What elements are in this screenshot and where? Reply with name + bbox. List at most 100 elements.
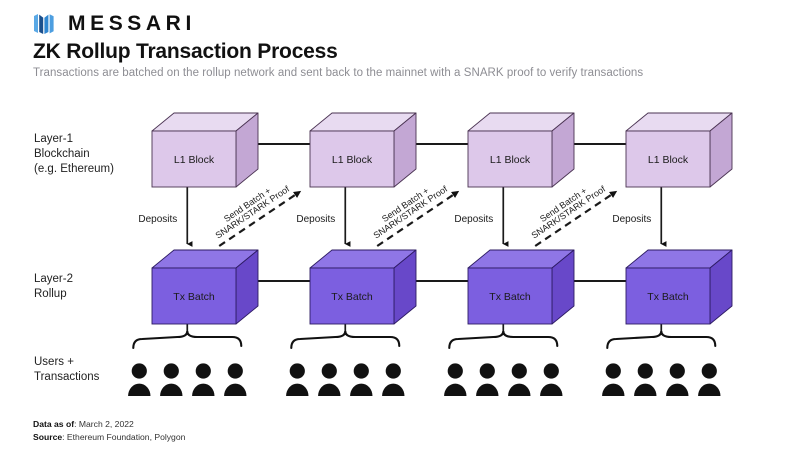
person-icon: [666, 363, 689, 396]
person-body: [602, 383, 625, 396]
layer1-block-label: L1 Block: [174, 154, 215, 166]
person-body: [666, 383, 689, 396]
person-head: [447, 363, 463, 379]
layer1-block-2: L1 Block: [309, 112, 417, 188]
proof-label-2-line2: SNARK/STARK Proof: [372, 184, 450, 241]
layer2-block-label: Tx Batch: [331, 291, 373, 303]
person-icon: [602, 363, 625, 396]
person-head: [163, 363, 179, 379]
layer2-block-front-face: [151, 267, 237, 325]
user-group-1: [128, 330, 247, 396]
person-icon: [476, 363, 499, 396]
person-head: [511, 363, 527, 379]
footer-source: Source: Ethereum Foundation, Polygon: [33, 431, 185, 444]
person-body: [318, 383, 341, 396]
row-label-layer1-line3: (e.g. Ethereum): [34, 163, 114, 175]
person-icon: [128, 363, 151, 396]
person-body: [382, 383, 405, 396]
footer-source-label: Source: [33, 431, 63, 442]
person-head: [669, 363, 685, 379]
row-label-layer2-line2: Rollup: [34, 288, 67, 300]
layer2-block-label: Tx Batch: [173, 291, 215, 303]
row-label-users: Users + Transactions: [34, 355, 99, 385]
layer2-block-1: Tx Batch: [151, 249, 259, 325]
person-body: [508, 383, 531, 396]
person-head: [353, 363, 369, 379]
person-head: [321, 363, 337, 379]
layer1-block-label: L1 Block: [648, 154, 689, 166]
row-label-layer1: Layer-1 Blockchain (e.g. Ethereum): [34, 132, 114, 177]
person-body: [224, 383, 247, 396]
person-icon: [540, 363, 563, 396]
person-body: [698, 383, 721, 396]
messari-logo-icon: [33, 12, 59, 36]
layer2-block-front-face: [625, 267, 711, 325]
layer1-block-3: L1 Block: [467, 112, 575, 188]
person-icon: [318, 363, 341, 396]
layer1-block-front-face: [151, 130, 237, 188]
person-head: [605, 363, 621, 379]
person-head: [479, 363, 495, 379]
deposit-label-4: Deposits: [612, 214, 651, 225]
row-label-layer2: Layer-2 Rollup: [34, 272, 73, 302]
person-body: [444, 383, 467, 396]
person-body: [540, 383, 563, 396]
layer1-block-front-face: [467, 130, 553, 188]
user-group-brace-2: [290, 330, 401, 350]
layer1-block-1: L1 Block: [151, 112, 259, 188]
person-icon: [224, 363, 247, 396]
deposit-label-3: Deposits: [454, 214, 493, 225]
user-group-brace-1: [132, 330, 243, 350]
footer-data-as-of-value: : March 2, 2022: [74, 419, 134, 429]
user-group-brace-3: [448, 330, 559, 350]
layer1-block-front-face: [309, 130, 395, 188]
proof-label-1-line2: SNARK/STARK Proof: [214, 184, 292, 241]
proof-arrow-3: [534, 190, 618, 247]
person-head: [131, 363, 147, 379]
layer2-block-label: Tx Batch: [647, 291, 689, 303]
layer1-block-label: L1 Block: [490, 154, 531, 166]
person-icon: [634, 363, 657, 396]
page-subtitle: Transactions are batched on the rollup n…: [33, 67, 644, 79]
deposit-label-2: Deposits: [296, 214, 335, 225]
person-head: [289, 363, 305, 379]
person-icon: [444, 363, 467, 396]
person-body: [634, 383, 657, 396]
row-label-layer1-line1: Layer-1: [34, 133, 73, 145]
layer2-block-front-face: [309, 267, 395, 325]
deposit-label-1: Deposits: [138, 214, 177, 225]
layer2-block-front-face: [467, 267, 553, 325]
layer2-block-3: Tx Batch: [467, 249, 575, 325]
person-head: [227, 363, 243, 379]
user-group-4: [602, 330, 721, 396]
layer2-block-4: Tx Batch: [625, 249, 733, 325]
layer2-block-label: Tx Batch: [489, 291, 531, 303]
person-head: [701, 363, 717, 379]
row-label-users-line2: Transactions: [34, 371, 100, 383]
layer1-block-4: L1 Block: [625, 112, 733, 188]
row-label-layer2-line1: Layer-2: [34, 273, 73, 285]
person-icon: [350, 363, 373, 396]
footer-data-as-of: Data as of: March 2, 2022: [33, 418, 185, 431]
layer1-block-front-face: [625, 130, 711, 188]
person-icon: [286, 363, 309, 396]
footer-data-as-of-label: Data as of: [33, 419, 75, 429]
person-icon: [508, 363, 531, 396]
proof-arrow-1: [218, 190, 302, 247]
footer: Data as of: March 2, 2022 Source: Ethere…: [33, 418, 185, 443]
person-body: [476, 383, 499, 396]
person-head: [543, 363, 559, 379]
person-icon: [382, 363, 405, 396]
proof-label-3-line2: SNARK/STARK Proof: [530, 184, 608, 241]
person-head: [385, 363, 401, 379]
layer2-block-2: Tx Batch: [309, 249, 417, 325]
person-icon: [698, 363, 721, 396]
footer-source-value: : Ethereum Foundation, Polygon: [62, 431, 186, 442]
brand: MESSARI: [33, 12, 196, 36]
person-body: [160, 383, 183, 396]
brand-name: MESSARI: [68, 12, 196, 35]
person-icon: [160, 363, 183, 396]
person-body: [128, 383, 151, 396]
